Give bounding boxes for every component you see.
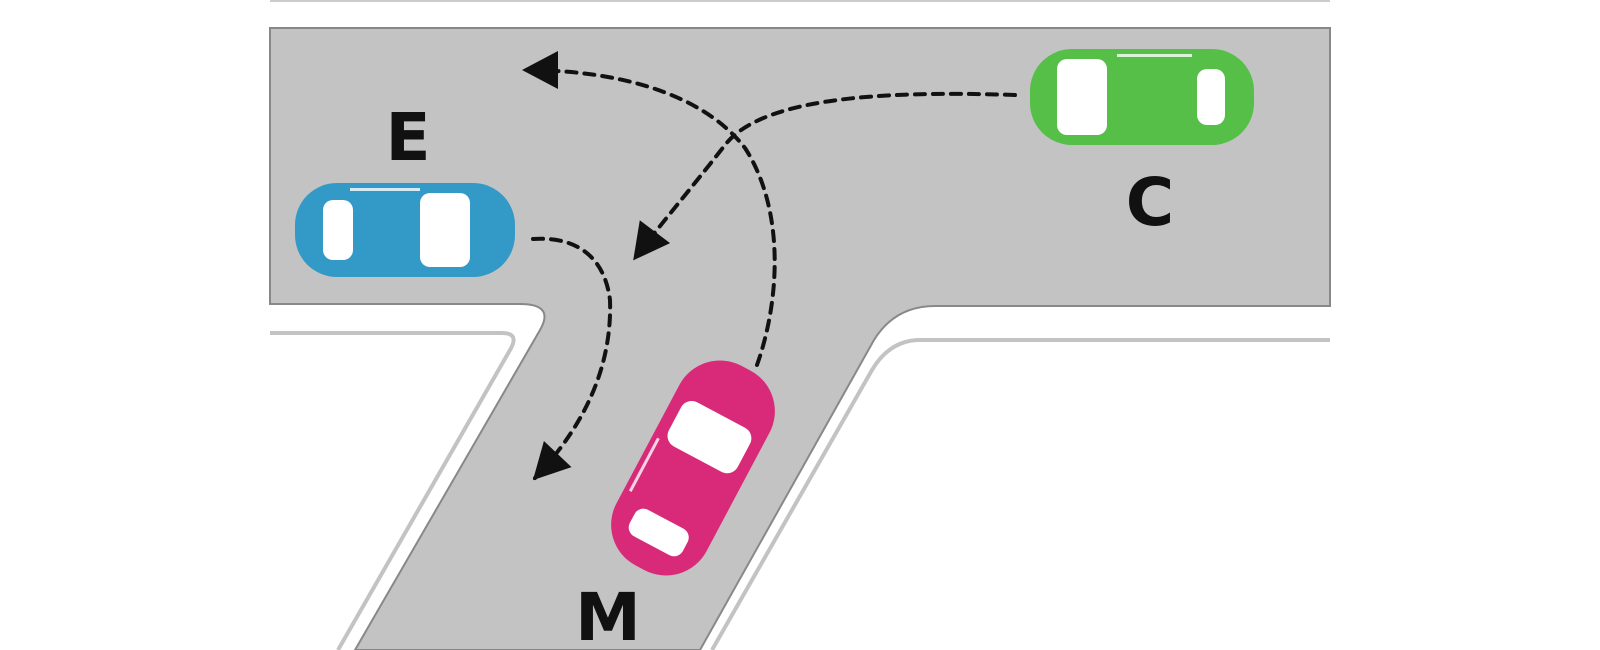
car-rear-window — [628, 508, 689, 557]
path-e-turns-left — [531, 236, 613, 481]
curb-line-left — [270, 331, 516, 650]
car-m — [611, 360, 775, 576]
road — [269, 27, 1331, 650]
path-m-turns-left — [522, 51, 777, 367]
curb-line-right — [710, 338, 1330, 650]
car-label-e: E — [385, 99, 430, 176]
car-rear-window — [323, 200, 353, 260]
car-rear-window — [1197, 69, 1225, 125]
trajectories — [522, 51, 1017, 481]
car-side-trim — [350, 188, 420, 191]
car-side-trim — [1117, 54, 1192, 57]
car-side-trim — [628, 437, 660, 492]
path-c-turns-right — [633, 91, 1017, 261]
car-e — [295, 183, 515, 277]
car-windshield — [667, 400, 752, 474]
car-c — [1030, 49, 1254, 145]
car-label-c: C — [1126, 164, 1174, 241]
car-windshield — [420, 193, 470, 267]
road-surface — [269, 27, 1331, 650]
car-label-m: M — [575, 579, 641, 650]
car-windshield — [1057, 59, 1107, 135]
